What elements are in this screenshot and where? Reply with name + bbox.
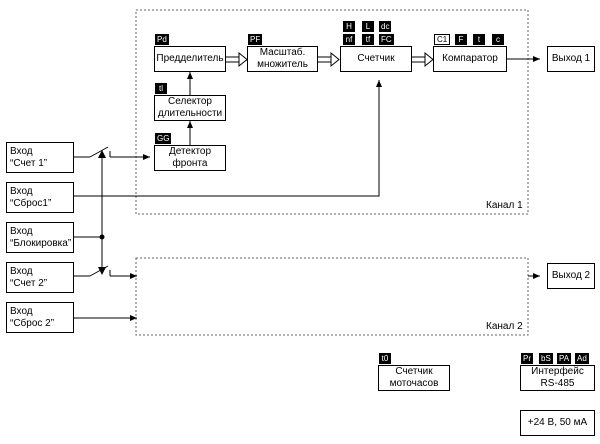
bus-scaler-counter-head (330, 51, 340, 68)
tag-t0: t0 (379, 353, 391, 364)
tag-c: c (492, 34, 504, 45)
switch2-blade (89, 265, 109, 277)
output1-label: Выход 1 (551, 53, 591, 64)
tag-pd: Pd (155, 34, 169, 45)
tag-nf: nf (343, 34, 355, 45)
power-label: +24 В, 50 мА (527, 417, 588, 428)
power-block: +24 В, 50 мА (520, 410, 595, 436)
input-block-label: Вход “Блокировка” (10, 226, 72, 249)
rs485-block: Интерфейс RS-485 (520, 365, 595, 391)
tag-dc: dc (379, 21, 392, 32)
scaler-label: Масштаб. множитель (257, 47, 308, 70)
input-count2: Вход “Счет 2” (6, 262, 74, 293)
tag-fc: FC (379, 34, 394, 45)
input-count2-label: Вход “Счет 2” (10, 266, 48, 289)
rs485-label: Интерфейс RS-485 (531, 366, 584, 389)
channel1-label: Канал 1 (486, 200, 523, 211)
channel2-label: Канал 2 (486, 321, 523, 332)
tag-gg: GG (155, 133, 172, 144)
tag-pa: PA (557, 353, 572, 364)
block-arrow-down (98, 267, 106, 275)
tag-bs: bS (539, 353, 553, 364)
input-reset2: Вход “Сброс 2” (6, 302, 74, 333)
scaler-block: Масштаб. множитель (247, 46, 318, 72)
comparator-label: Компаратор (442, 53, 498, 64)
channel2-frame (135, 257, 529, 336)
bus-divider-scaler (226, 56, 240, 63)
input-reset1-label: Вход “Сброс1” (10, 186, 52, 209)
output2-label: Выход 2 (551, 270, 591, 281)
input-block: Вход “Блокировка” (6, 222, 74, 253)
tag-pf: PF (248, 34, 263, 45)
channel1-frame (135, 9, 529, 215)
duration-selector-block: Селектор длительности (154, 95, 226, 121)
tag-tf: tf (362, 34, 374, 45)
edge-detector-block: Детектор фронта (154, 145, 226, 171)
hour-meter-block: Счетчик моточасов (378, 365, 450, 391)
bus-divider-scaler-head (238, 51, 248, 68)
tag-h: H (343, 21, 355, 32)
duration-selector-label: Селектор длительности (157, 96, 223, 119)
switch1-blade (89, 146, 109, 158)
tag-f: F (455, 34, 467, 45)
comparator-block: Компаратор (433, 46, 507, 72)
bus-counter-comparator-head (424, 51, 434, 68)
block-arrow-up (98, 150, 106, 158)
output2-block: Выход 2 (547, 263, 595, 289)
tag-tl: tl (155, 83, 167, 94)
wire-reset1-counter (74, 80, 382, 197)
counter-block: Счетчик (340, 46, 412, 72)
tag-ad: Ad (575, 353, 589, 364)
bus-counter-comparator (412, 56, 426, 63)
tag-c1: C1 (434, 34, 451, 45)
input-count1: Вход “Счет 1” (6, 142, 74, 173)
bus-scaler-counter (318, 56, 332, 63)
divider-block: Предделитель (154, 46, 226, 72)
output1-block: Выход 1 (547, 46, 595, 72)
input-count1-label: Вход “Счет 1” (10, 146, 48, 169)
junction-block (99, 234, 105, 240)
hour-meter-label: Счетчик моточасов (389, 366, 439, 389)
tag-t: t (473, 34, 485, 45)
input-reset1: Вход “Сброс1” (6, 182, 74, 213)
tag-pr: Pr (521, 353, 533, 364)
tag-l: L (362, 21, 374, 32)
divider-label: Предделитель (156, 53, 224, 64)
counter-label: Счетчик (357, 53, 395, 64)
edge-detector-label: Детектор фронта (168, 146, 212, 169)
input-reset2-label: Вход “Сброс 2” (10, 306, 55, 329)
